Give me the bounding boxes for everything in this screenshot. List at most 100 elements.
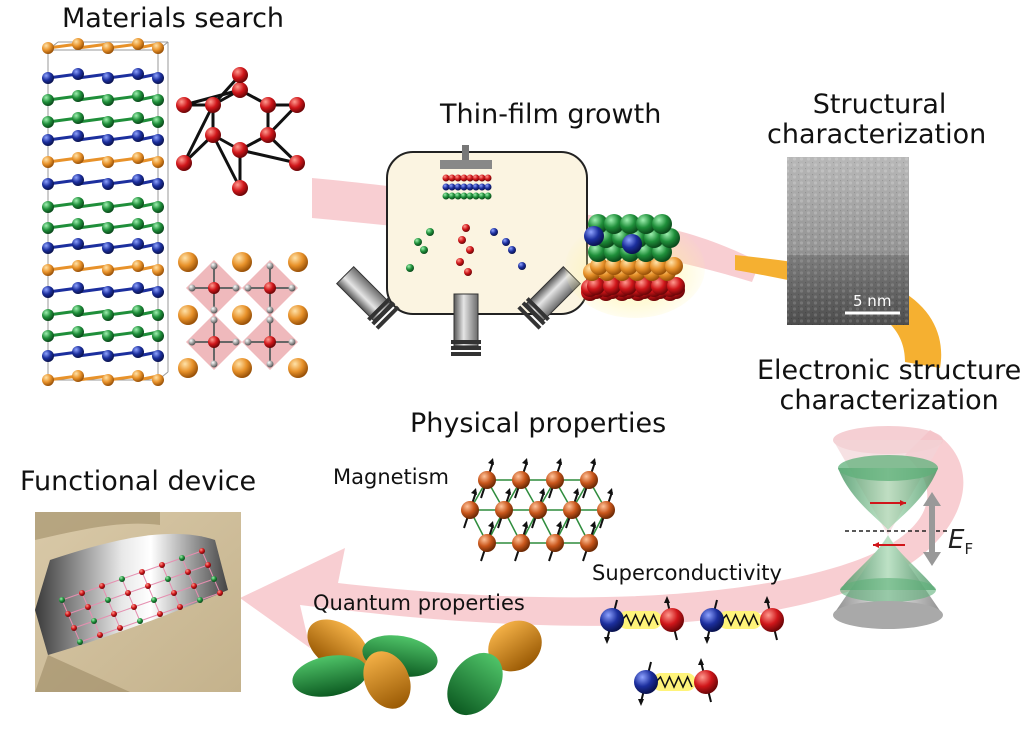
crystal-atom <box>42 286 54 298</box>
device-atom <box>205 562 211 568</box>
kagome-atom <box>176 155 192 171</box>
device-atom <box>165 576 171 582</box>
crystal-atom <box>152 350 164 362</box>
bond <box>179 599 201 608</box>
crystal-atom <box>152 286 164 298</box>
film-red-atom <box>603 277 621 295</box>
oxygen-atom <box>244 338 252 346</box>
a-site-atom <box>178 305 198 325</box>
device-atom <box>91 618 97 624</box>
device-atom <box>119 576 125 582</box>
crystal-atom <box>132 174 144 186</box>
spin-arrowhead <box>556 521 562 528</box>
film-layer-atom <box>442 174 450 182</box>
spin-arrowhead <box>488 521 494 528</box>
bond <box>159 606 181 615</box>
scale-bar-label: 5 nm <box>853 292 892 310</box>
perovskite-lattice <box>178 252 308 378</box>
device-atom <box>139 569 145 575</box>
oxygen-atom <box>210 360 218 368</box>
crystal-atom <box>42 72 54 84</box>
film-layer-atom <box>478 183 486 191</box>
oxygen-atom <box>188 338 196 346</box>
film-layer-atom <box>460 183 468 191</box>
crystal-atom <box>132 218 144 230</box>
oxygen-atom <box>210 262 218 270</box>
bond <box>133 599 155 608</box>
spin-arrowhead <box>505 488 511 495</box>
film-layer-atom <box>478 174 486 182</box>
device-atom <box>117 625 123 631</box>
crystal-atom <box>42 222 54 234</box>
crystal-atom <box>152 72 164 84</box>
film-layer-atom <box>460 192 468 200</box>
spin-arrowhead <box>471 488 477 495</box>
oxygen-atom <box>210 316 218 324</box>
crystal-atom <box>102 201 114 213</box>
film-green-atom <box>652 214 672 234</box>
electron-red <box>760 608 784 632</box>
crystal-atom <box>132 260 144 272</box>
green-flux-atom <box>414 238 422 246</box>
film-layer-atom <box>442 192 450 200</box>
crystal-atom <box>42 350 54 362</box>
crystal-atom <box>72 238 84 250</box>
device-atom <box>111 611 117 617</box>
bond <box>113 606 135 615</box>
crystal-atom <box>72 346 84 358</box>
bond <box>77 264 109 272</box>
crystal-atom <box>72 326 84 338</box>
a-site-atom <box>288 252 308 272</box>
bond <box>239 148 298 165</box>
spin-arrowhead <box>590 521 596 528</box>
blue-flux-atom <box>490 228 498 236</box>
electron-blue <box>600 608 624 632</box>
cooper-pairs <box>600 596 784 706</box>
dirac-cone-diagram <box>833 426 950 629</box>
pairing-spring <box>655 675 693 689</box>
b-site-atom <box>264 282 276 294</box>
crystal-atom <box>152 156 164 168</box>
crystal-atom <box>132 370 144 382</box>
device-atom <box>199 548 205 554</box>
crystal-atom <box>152 222 164 234</box>
device-photo <box>35 512 241 692</box>
spin-atom <box>563 501 581 519</box>
bond <box>161 557 183 566</box>
bond <box>127 585 149 594</box>
b-site-atom <box>264 336 276 348</box>
spin-arrowhead <box>522 458 528 465</box>
bond <box>87 599 109 608</box>
device-atom <box>85 604 91 610</box>
spin-arrowhead <box>607 488 613 495</box>
film-layer-atom <box>466 192 474 200</box>
physical-properties-label: Physical properties <box>410 408 667 439</box>
spin-atom <box>546 471 564 489</box>
bond <box>77 330 109 338</box>
oxygen-atom <box>288 284 296 292</box>
magnetism-label: Magnetism <box>333 465 450 489</box>
crystal-atom <box>102 374 114 386</box>
crystal-atom <box>42 178 54 190</box>
bond <box>77 286 109 294</box>
red-flux-atom <box>464 268 472 276</box>
film-layer-atom <box>442 183 450 191</box>
bond <box>107 592 129 601</box>
crystal-atom <box>72 90 84 102</box>
electronic-characterization-label: Electronic structure characterization <box>757 356 1021 415</box>
crystal-atom <box>102 156 114 168</box>
crystal-atom <box>102 116 114 128</box>
bond <box>211 134 242 189</box>
layered-crystal-structure <box>42 38 169 386</box>
oxygen-atom <box>266 360 274 368</box>
spin-atom <box>512 471 530 489</box>
crystal-atom <box>132 90 144 102</box>
blue-flux-atom <box>508 246 516 254</box>
oxygen-atom <box>232 284 240 292</box>
film-layer-atom <box>448 192 456 200</box>
structural-characterization-label: Structural characterization <box>767 90 986 149</box>
device-atom <box>177 604 183 610</box>
a-site-atom <box>178 252 198 272</box>
crystal-atom <box>132 197 144 209</box>
device-atom <box>151 597 157 603</box>
